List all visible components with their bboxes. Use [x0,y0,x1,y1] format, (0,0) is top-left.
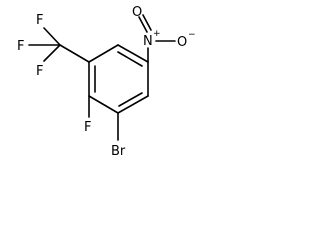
ring-bond-c2-c3 [88,44,119,63]
ring-bond-c1-c2 [117,44,149,63]
cf3-fluorine-left-label: F [17,39,24,54]
bromine-label: Br [111,144,126,159]
benzene-ring [88,44,149,114]
cf3-fluorine-top-label: F [36,13,43,28]
bond-n-o-double-b [142,14,152,31]
nitro-nitrogen-charge: + [153,29,161,39]
bond-cf3-to-f-bottom [43,44,61,62]
cf3-fluorine-bottom-label: F [36,64,43,79]
nitro-group: N + O O − [132,5,196,63]
ring-double-bond-inner-1 [117,51,143,67]
nitro-oxygen-top-label: O [132,5,142,20]
ring-fluorine-label: F [84,120,91,135]
bond-n-o-double-a [138,16,148,33]
ring-bond-c5-c6 [117,95,149,114]
ring-double-bond-inner-3 [118,92,143,107]
bond-ring-to-cf3-carbon [59,44,90,63]
bromine-substituent: Br [111,112,126,159]
nitro-nitrogen-label: N [143,34,153,49]
nitro-oxygen-right-label: O [177,35,187,50]
ring-fluorine-substituent: F [84,95,91,135]
trifluoromethyl-group: F F F [17,13,90,79]
ring-bond-c4-c5 [88,95,119,114]
nitro-oxygen-charge: − [188,30,196,40]
bond-cf3-to-f-top [43,27,61,46]
structure-diagram: N + O O − F F F F Br [17,5,196,159]
